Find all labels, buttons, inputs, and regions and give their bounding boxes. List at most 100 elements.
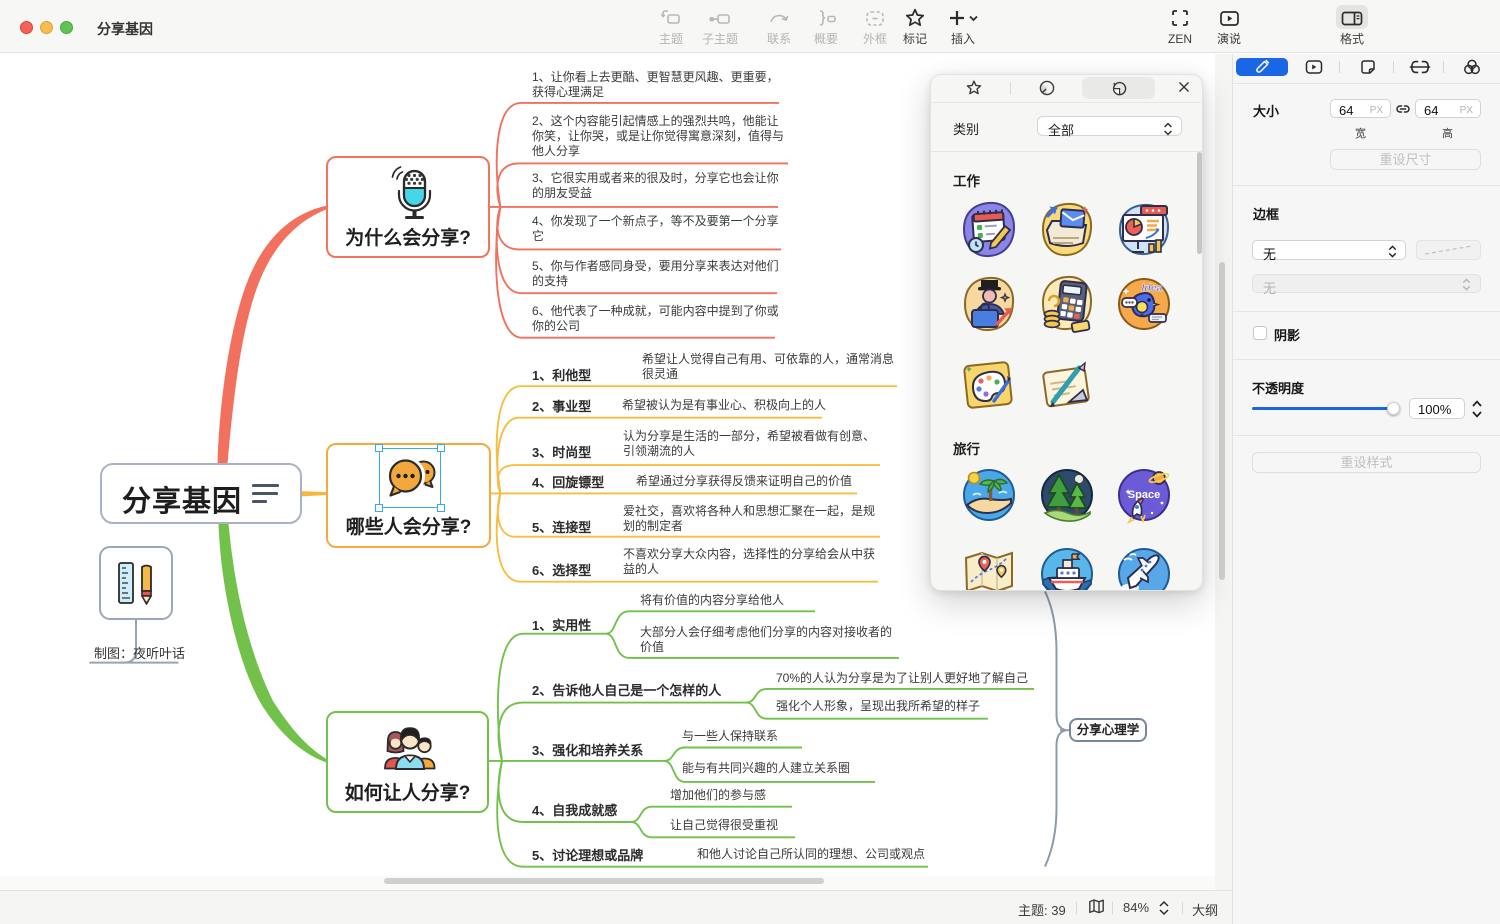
border-style-select[interactable]: 无 [1252,240,1406,262]
how-child-1-sub-1[interactable]: 将有价值的内容分享给他人 [640,593,785,607]
who-child-6-desc[interactable]: 不喜欢分享大众内容，选择性的分享给会从中获 益的人 [623,547,876,577]
how-child-4-sub-1[interactable]: 增加他们的参与感 [670,787,767,802]
who-child-1-label[interactable]: 1、利他型 [532,367,592,383]
sticker-calculator-finance[interactable] [1039,274,1095,334]
theme-color-tab-icon[interactable] [1462,58,1482,76]
who-child-3-label[interactable]: 3、时尚型 [532,445,592,460]
toolbar-format-button[interactable]: 格式 [1328,6,1376,46]
toolbar-subtopic-button[interactable]: 子主题 [696,6,744,46]
opacity-slider-thumb[interactable] [1387,402,1400,415]
category-select[interactable]: 全部 [1037,116,1182,138]
why-child-5[interactable]: 5、你与作者感同身受，要用分享来表达对他们 的支持 [532,258,779,288]
minimize-window-button[interactable] [40,20,53,34]
selection-handle-bottom-right[interactable] [437,504,445,512]
toolbar-relationship-button[interactable]: 联系 [755,6,803,46]
why-child-4[interactable]: 4、你发现了一个新点子，等不及要第一个分享 它 [532,214,779,244]
toolbar-summary-button[interactable]: 概要 [802,6,850,46]
why-child-3[interactable]: 3、它很实用或者来的很及时，分享它也会让你 的朋友受益 [532,171,779,201]
sticker-cruise-ship[interactable] [1039,544,1095,590]
who-child-4-desc[interactable]: 希望通过分享获得反馈来证明自己的价值 [636,474,853,488]
floating-topic-box[interactable] [99,546,173,620]
shortcut-tab-icon[interactable] [1409,58,1431,76]
border-line-style-button[interactable] [1416,240,1481,260]
reset-size-button[interactable]: 重设尺寸 [1330,149,1481,170]
toolbar-insert-button[interactable]: 插入 [939,6,987,46]
height-input[interactable]: 64 PX [1415,99,1481,118]
topic-who-shares[interactable]: 哪些人会分享? [326,443,491,548]
who-child-5-label[interactable]: 5、连接型 [532,519,592,535]
sticker-forest[interactable] [1039,465,1095,525]
toolbar-boundary-button[interactable]: 外框 [851,6,899,46]
close-window-button[interactable] [20,20,33,34]
who-child-6-label[interactable]: 6、选择型 [532,562,592,578]
tab-style-selected[interactable] [1236,58,1288,76]
how-child-3-sub-2[interactable]: 能与有共同兴趣的人建立关系圈 [682,760,851,775]
why-child-2[interactable]: 2、这个内容能引起情感上的强烈共鸣，他能让 你笑，让你哭，或是让你觉得寓意深刻，… [532,113,785,159]
image-selection-frame[interactable] [375,444,445,512]
sticker-island[interactable] [961,465,1017,525]
who-child-4-label[interactable]: 4、回旋镖型 [532,475,605,490]
floating-topic-caption[interactable]: 制图：夜听叶话 [94,646,186,661]
who-child-5-desc[interactable]: 爱社交，喜欢将各种人和思想汇聚在一起，是规 划的制定者 [623,503,876,533]
why-child-6[interactable]: 6、他代表了一种成就，可能内容中提到了你或 你的公司 [532,303,779,333]
how-child-1-label[interactable]: 1、实用性 [532,617,592,633]
how-child-5-sub-1[interactable]: 和他人讨论自己所认同的理想、公司或观点 [697,846,926,861]
sticker-space-rocket[interactable]: Space [1116,465,1172,525]
sticker-idea-bird[interactable]: Idea [1116,274,1172,334]
sticker-airplane[interactable] [1116,544,1172,590]
map-overview-icon[interactable] [1088,898,1105,918]
sticker-stationery-note[interactable] [1039,356,1095,416]
sticker-presentation-chart[interactable] [1116,200,1172,260]
favorites-star-icon[interactable] [965,79,983,102]
why-child-1[interactable]: 1、让你看上去更酷、更智慧更风趣、更重要， 获得心理满足 [532,69,779,99]
toolbar-zen-button[interactable]: ZEN [1156,6,1204,46]
width-input[interactable]: 64 PX [1330,99,1391,118]
how-child-4-label[interactable]: 4、自我成就感 [532,802,618,818]
how-child-3-sub-1[interactable]: 与一些人保持联系 [682,728,779,743]
zoom-stepper[interactable] [1158,899,1170,920]
who-child-2-desc[interactable]: 希望被认为是有事业心、积极向上的人 [622,398,827,412]
toolbar-present-button[interactable]: 演说 [1205,6,1253,46]
who-child-2-label[interactable]: 2、事业型 [532,399,592,414]
topic-how-to-share[interactable]: 如何让人分享? [326,711,489,813]
topic-why-share[interactable]: 为什么会分享? [326,156,490,258]
how-child-2-label[interactable]: 2、告诉他人自己是一个怎样的人 [532,682,722,698]
reset-style-button[interactable]: 重设样式 [1252,452,1481,473]
how-child-2-sub-2[interactable]: 强化个人形象，呈现出我所希望的样子 [776,699,981,713]
sticker-tab-icon-2[interactable] [1359,58,1377,76]
toolbar-topic-button[interactable]: 主题 [647,6,695,46]
how-child-5-label[interactable]: 5、讨论理想或品牌 [532,848,644,863]
summary-topic[interactable]: 分享心理学 [1069,718,1147,742]
sticker-businessman[interactable] [961,274,1017,334]
sticker-travel-map[interactable] [961,544,1017,590]
opacity-input[interactable]: 100% [1409,398,1465,419]
close-icon[interactable] [1176,79,1192,100]
sticker-panel-scrollbar[interactable] [1197,152,1202,254]
toolbar-marker-button[interactable]: 标记 [891,6,939,46]
link-size-icon[interactable] [1395,103,1411,115]
how-child-4-sub-2[interactable]: 让自己觉得很受重视 [670,817,779,832]
sticker-palette[interactable] [961,356,1017,416]
shadow-checkbox[interactable] [1253,326,1267,340]
who-child-1-desc[interactable]: 希望让人觉得自己有用、可依靠的人，通常消息 很灵通 [642,352,895,382]
vertical-scrollbar[interactable] [1219,262,1225,580]
how-child-1-sub-2[interactable]: 大部分人会仔细考虑他们分享的内容对接收者的 价值 [640,624,893,654]
border-width-select[interactable]: 无 [1252,274,1481,296]
sticker-calendar-plan[interactable] [961,200,1017,260]
zoom-window-button[interactable] [60,20,73,34]
outline-button[interactable]: 大纲 [1192,903,1219,918]
sticker-tab-icon[interactable] [1110,79,1128,102]
how-child-2-sub-1[interactable]: 70%的人认为分享是为了让别人更好地了解自己 [776,670,1029,685]
how-child-3-label[interactable]: 3、强化和培养关系 [532,742,644,758]
horizontal-scrollbar[interactable] [384,878,824,884]
selection-handle-top-left[interactable] [375,444,383,452]
who-child-3-desc[interactable]: 认为分享是生活的一部分，希望被看做有创意、 引领潮流的人 [623,429,876,459]
opacity-slider-track[interactable] [1252,407,1400,410]
marker-tab-icon[interactable] [1038,79,1056,102]
sticker-mail-folder[interactable] [1039,200,1095,260]
zoom-level[interactable]: 84% [1123,900,1150,915]
root-topic[interactable]: 分享基因 [100,463,302,524]
selection-handle-top-right[interactable] [437,444,445,452]
selection-handle-bottom-left[interactable] [375,504,383,512]
opacity-stepper[interactable] [1471,399,1483,419]
